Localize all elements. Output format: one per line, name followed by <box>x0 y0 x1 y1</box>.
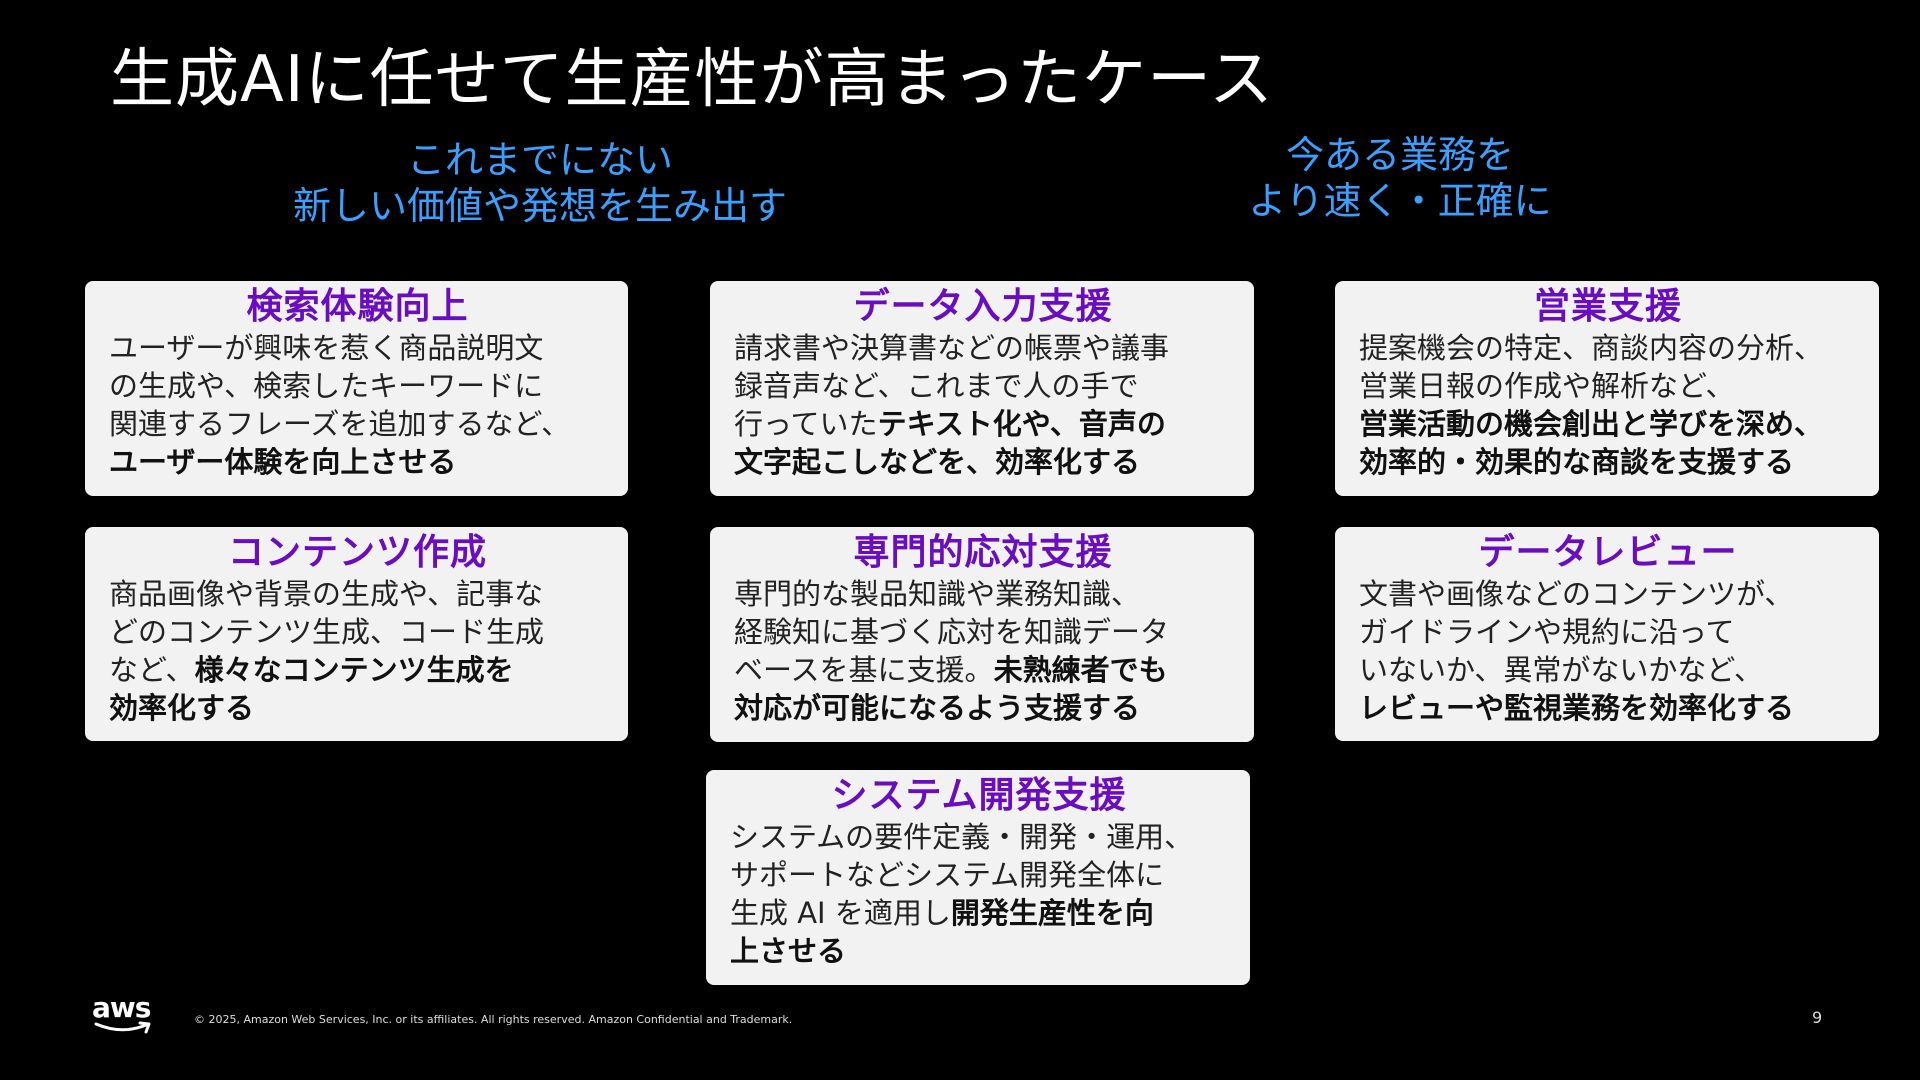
card-body: 請求書や決算書などの帳票や議事 録音声など、これまで人の手で 行っていたテキスト… <box>734 329 1232 481</box>
card-data-review: データレビュー 文書や画像などのコンテンツが、 ガイドラインや規約に沿って いな… <box>1335 527 1879 741</box>
card-line: システムの要件定義・開発・運用、 <box>730 820 1194 854</box>
card-line: 録音声など、これまで人の手で <box>734 369 1139 403</box>
card-line: 提案機会の特定、商談内容の分析、 <box>1359 331 1824 365</box>
card-line: いないか、異常がないかなど、 <box>1359 653 1763 687</box>
card-title: データレビュー <box>1478 532 1738 573</box>
page-number: 9 <box>1812 1008 1823 1027</box>
card-title: データ入力支援 <box>853 286 1113 327</box>
card-line: 文書や画像などのコンテンツが、 <box>1359 577 1794 611</box>
card-emphasis: 開発生産性を向 <box>950 896 1154 930</box>
card-title: 営業支援 <box>1533 286 1682 327</box>
card-emphasis: 営業活動の機会創出と学びを深め、 <box>1359 407 1824 441</box>
card-line: 経験知に基づく応対を知識データ <box>734 615 1170 649</box>
card-line: 行っていた <box>734 407 878 441</box>
card-system-development: システム開発支援 システムの要件定義・開発・運用、 サポートなどシステム開発全体… <box>706 770 1250 985</box>
card-title: 専門的応対支援 <box>853 532 1113 573</box>
card-emphasis: 効率化する <box>109 691 255 725</box>
subheading-line: 新しい価値や発想を生み出す <box>292 184 787 228</box>
card-body: システムの要件定義・開発・運用、 サポートなどシステム開発全体に 生成 AI を… <box>730 818 1228 970</box>
slide-title: 生成AIに任せて生産性が高まったケース <box>110 43 1274 117</box>
card-emphasis: テキスト化や、音声の <box>877 407 1166 441</box>
subheading-line: これまでにない <box>406 138 673 182</box>
card-emphasis: 対応が可能になるよう支援する <box>734 691 1141 725</box>
card-title: コンテンツ作成 <box>227 532 487 573</box>
card-emphasis: 未熟練者でも <box>993 653 1168 687</box>
card-emphasis: 上させる <box>730 934 847 968</box>
card-content-creation: コンテンツ作成 商品画像や背景の生成や、記事な どのコンテンツ生成、コード生成 … <box>85 527 628 741</box>
card-title: 検索体験向上 <box>246 286 469 327</box>
card-line: 生成 AI を適用し <box>730 896 951 930</box>
card-line: 専門的な製品知識や業務知識、 <box>734 577 1141 611</box>
card-body: ユーザーが興味を惹く商品説明文 の生成や、検索したキーワードに 関連するフレーズ… <box>109 329 606 481</box>
card-title: システム開発支援 <box>831 775 1127 816</box>
card-emphasis: 様々なコンテンツ生成を <box>194 653 514 687</box>
card-line: など、 <box>109 653 195 687</box>
card-body: 専門的な製品知識や業務知識、 経験知に基づく応対を知識データ ベースを基に支援。… <box>734 575 1232 727</box>
card-line: 商品画像や背景の生成や、記事な <box>109 577 544 611</box>
card-sales-support: 営業支援 提案機会の特定、商談内容の分析、 営業日報の作成や解析など、 営業活動… <box>1335 281 1879 496</box>
card-line: 請求書や決算書などの帳票や議事 <box>734 331 1170 365</box>
subheading-line: 今ある業務を <box>1285 133 1514 177</box>
card-line: どのコンテンツ生成、コード生成 <box>109 615 545 649</box>
card-emphasis: レビューや監視業務を効率化する <box>1359 691 1795 725</box>
card-emphasis: ユーザー体験を向上させる <box>109 445 457 479</box>
card-emphasis: 文字起こしなどを、効率化する <box>734 445 1141 479</box>
copyright-notice: © 2025, Amazon Web Services, Inc. or its… <box>194 1013 793 1026</box>
card-line: ベースを基に支援。 <box>734 653 994 687</box>
card-line: 営業日報の作成や解析など、 <box>1359 369 1735 403</box>
card-body: 文書や画像などのコンテンツが、 ガイドラインや規約に沿って いないか、異常がない… <box>1359 575 1857 727</box>
aws-logo-text: aws <box>92 991 151 1024</box>
smile-arrow-icon <box>94 1021 151 1034</box>
card-line: ガイドラインや規約に沿って <box>1359 615 1735 649</box>
card-line: ユーザーが興味を惹く商品説明文 <box>109 331 544 365</box>
card-line: 関連するフレーズを追加するなど、 <box>109 407 571 441</box>
card-search-experience: 検索体験向上 ユーザーが興味を惹く商品説明文 の生成や、検索したキーワードに 関… <box>85 281 628 496</box>
subheading-new-value: これまでにない 新しい価値や発想を生み出す <box>240 137 840 229</box>
card-data-entry: データ入力支援 請求書や決算書などの帳票や議事 録音声など、これまで人の手で 行… <box>710 281 1254 496</box>
card-body: 提案機会の特定、商談内容の分析、 営業日報の作成や解析など、 営業活動の機会創出… <box>1359 329 1857 481</box>
card-line: サポートなどシステム開発全体に <box>730 858 1165 892</box>
card-line: の生成や、検索したキーワードに <box>109 369 544 403</box>
card-body: 商品画像や背景の生成や、記事な どのコンテンツ生成、コード生成 など、様々なコン… <box>109 575 606 727</box>
card-expert-response: 専門的応対支援 専門的な製品知識や業務知識、 経験知に基づく応対を知識データ ベ… <box>710 527 1254 742</box>
subheading-existing-work: 今ある業務を より速く・正確に <box>1190 132 1610 224</box>
aws-logo: aws <box>92 994 154 1034</box>
card-emphasis: 効率的・効果的な商談を支援する <box>1359 445 1795 479</box>
subheading-line: より速く・正確に <box>1248 179 1552 223</box>
